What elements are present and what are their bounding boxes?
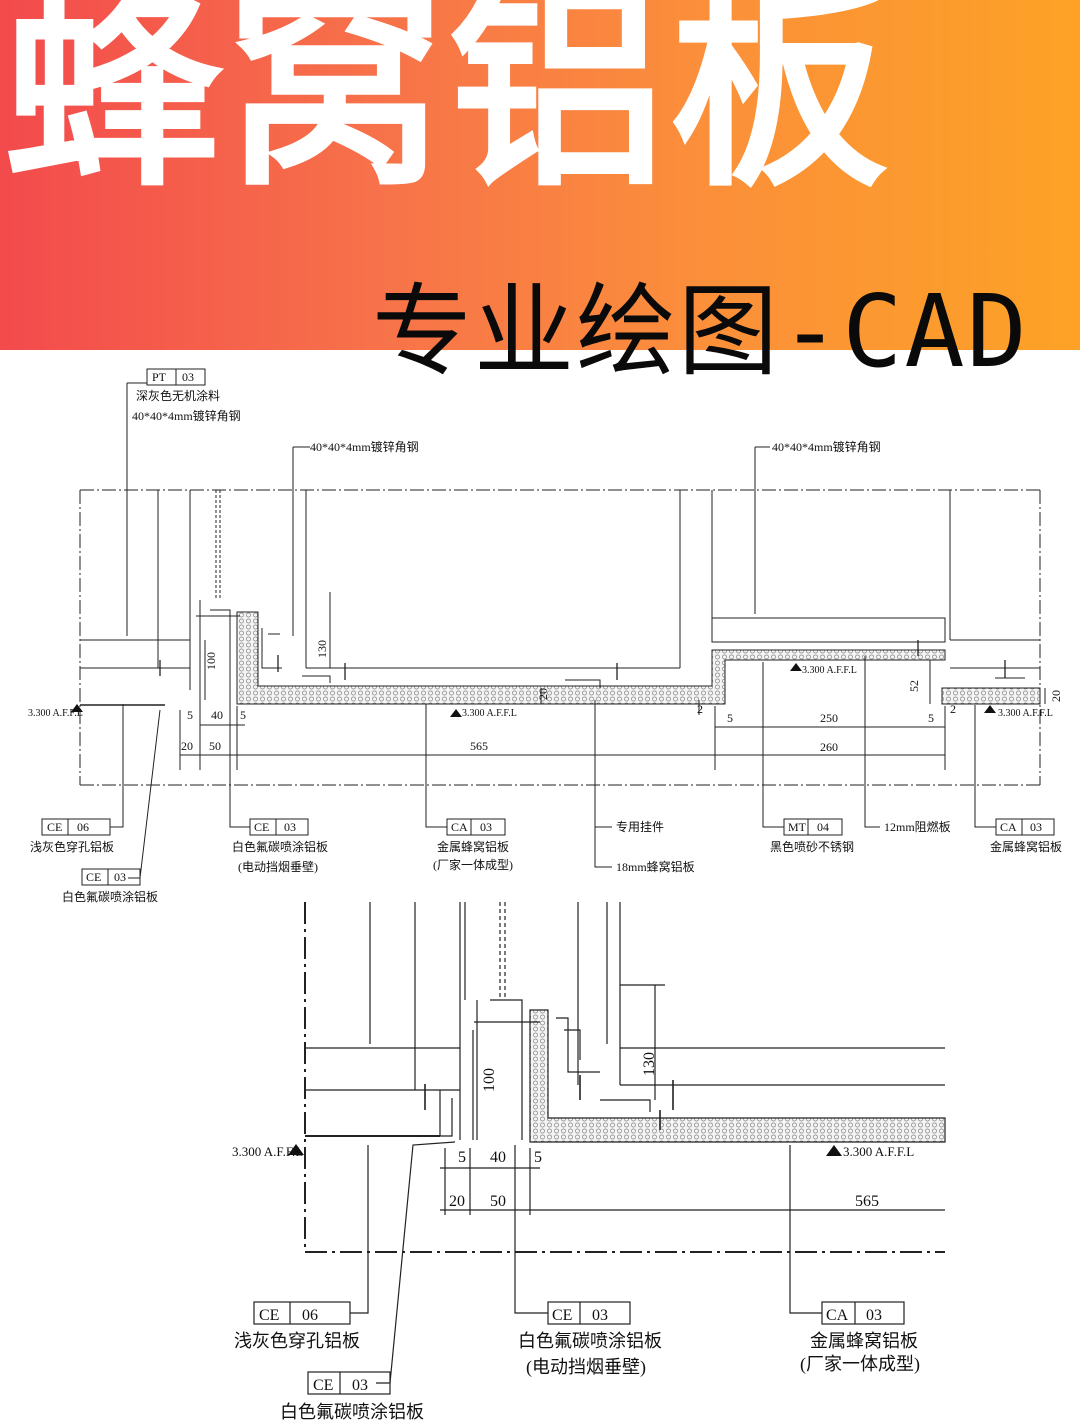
bot-dim-5b: 5 [534, 1149, 542, 1166]
bot-lbl-ce03-2: (电动挡烟垂壁) [526, 1357, 646, 1378]
bot-tag-ce03b-code: CE [313, 1377, 333, 1394]
top-tag-ce03b-code: CE [86, 870, 101, 884]
bottom-level-markers [288, 1144, 842, 1156]
bot-tag-ce06-code: CE [259, 1307, 279, 1324]
bot-lbl-ca03-2: (厂家一体成型) [800, 1354, 920, 1375]
top-lvl-3: 3.300 A.F.F.L [802, 665, 857, 676]
bot-lvl-2: 3.300 A.F.F.L [843, 1144, 914, 1159]
top-lbl-ca03r: 金属蜂窝铝板 [990, 839, 1062, 854]
top-lbl-ce03-2: (电动挡烟垂壁) [238, 859, 318, 874]
bot-dim-130: 130 [641, 1052, 658, 1076]
top-dim-50: 50 [209, 739, 221, 753]
top-dim-20v: 20 [536, 688, 550, 700]
top-dim-5a: 5 [187, 708, 193, 722]
top-dim-20: 20 [181, 739, 193, 753]
top-dim-5c: 5 [727, 711, 733, 725]
top-dim-100: 100 [204, 652, 218, 670]
banner-title: 蜂窝铝板 [4, 0, 892, 217]
top-tag-ce03-code: CE [254, 820, 269, 834]
top-lvl-4: 3.300 A.F.F.L [998, 708, 1053, 719]
top-lbl-mt04: 黑色喷砂不锈钢 [770, 840, 854, 854]
bot-dim-40: 40 [490, 1149, 506, 1166]
bottom-texts: 3.300 A.F.F.L 3.300 A.F.F.L 100 130 5 40… [232, 1052, 920, 1422]
bot-dim-5a: 5 [458, 1149, 466, 1166]
top-dim-5b: 5 [240, 708, 246, 722]
top-tag-ce06-num: 06 [77, 820, 89, 834]
top-tag-mt04-code: MT [788, 820, 807, 834]
banner-subtitle: 专业绘图-CAD [372, 282, 1029, 382]
top-tag-mt04-num: 04 [817, 820, 829, 834]
bot-tag-ca03-code: CA [826, 1307, 849, 1324]
bot-tag-ce03-code: CE [552, 1307, 572, 1324]
top-lbl-ca03-2: (厂家一体成型) [433, 857, 513, 872]
bot-dim-100: 100 [481, 1068, 498, 1092]
top-tag-pt-num: 03 [182, 370, 194, 384]
top-tag-pt-code: PT [152, 370, 167, 384]
top-dim-250: 250 [820, 711, 838, 725]
bot-dim-50: 50 [490, 1193, 506, 1210]
top-dim-5d: 5 [928, 711, 934, 725]
bot-tag-ce03b-num: 03 [352, 1377, 368, 1394]
top-lbl-ce03-1: 白色氟碳喷涂铝板 [232, 839, 328, 854]
top-tag-ca03-num: 03 [480, 820, 492, 834]
top-texts: PT 03 深灰色无机涂料 40*40*4mm镀锌角钢 40*40*4mm镀锌角… [28, 370, 1063, 904]
top-tag-ce03b-num: 03 [114, 870, 126, 884]
bot-lbl-ce03b: 白色氟碳喷涂铝板 [280, 1402, 424, 1422]
top-level-markers [71, 663, 996, 717]
top-tag-ce03-num: 03 [284, 820, 296, 834]
bot-tag-ce03-num: 03 [592, 1307, 608, 1324]
top-lbl-ce06: 浅灰色穿孔铝板 [30, 839, 114, 854]
subtitle-cn: 专业绘图 [372, 273, 780, 390]
top-dim-20r: 20 [1049, 690, 1063, 702]
top-lvl-2: 3.300 A.F.F.L [462, 708, 517, 719]
top-lbl-hanger: 专用挂件 [616, 819, 664, 834]
top-dim-260: 260 [820, 740, 838, 754]
bot-dim-20: 20 [449, 1193, 465, 1210]
top-tag-ca03-code: CA [451, 820, 468, 834]
top-tag-ca03r-code: CA [1000, 820, 1017, 834]
top-lbl-ca03-1: 金属蜂窝铝板 [437, 839, 509, 854]
top-lbl-18mm: 18mm蜂窝铝板 [616, 859, 695, 874]
top-note-angle-l: 40*40*4mm镀锌角钢 [310, 440, 419, 454]
title-banner: 蜂窝铝板 专业绘图-CAD [0, 0, 1080, 382]
top-lvl-1: 3.300 A.F.F.L [28, 708, 83, 719]
bot-tag-ca03-num: 03 [866, 1307, 882, 1324]
top-dim-2b: 2 [950, 702, 956, 716]
bot-dim-565: 565 [855, 1193, 879, 1210]
top-note-angle-r: 40*40*4mm镀锌角钢 [772, 440, 881, 454]
subtitle-dash: - [780, 273, 843, 390]
bot-tag-ce06-num: 06 [302, 1307, 318, 1324]
bot-lbl-ca03-1: 金属蜂窝铝板 [810, 1331, 918, 1351]
top-dim-130: 130 [315, 640, 329, 658]
bot-lbl-ce03-1: 白色氟碳喷涂铝板 [518, 1331, 662, 1351]
bottom-detail [253, 902, 946, 1395]
top-note-angle: 40*40*4mm镀锌角钢 [132, 409, 241, 423]
top-dim-52: 52 [907, 680, 921, 692]
top-dim-565: 565 [470, 739, 488, 753]
top-detail [41, 368, 1055, 886]
top-dim-40: 40 [211, 708, 223, 722]
top-dim-2a: 2 [697, 702, 703, 716]
top-note-paint: 深灰色无机涂料 [136, 388, 220, 403]
bot-lvl-1: 3.300 A.F.F.L [232, 1144, 303, 1159]
top-lbl-ce03b: 白色氟碳喷涂铝板 [62, 889, 158, 904]
bot-lbl-ce06: 浅灰色穿孔铝板 [234, 1331, 360, 1351]
top-tag-ce06-code: CE [47, 820, 62, 834]
top-tag-ca03r-num: 03 [1030, 820, 1042, 834]
subtitle-latin: CAD [842, 273, 1029, 390]
top-lbl-12mm: 12mm阻燃板 [884, 819, 951, 834]
